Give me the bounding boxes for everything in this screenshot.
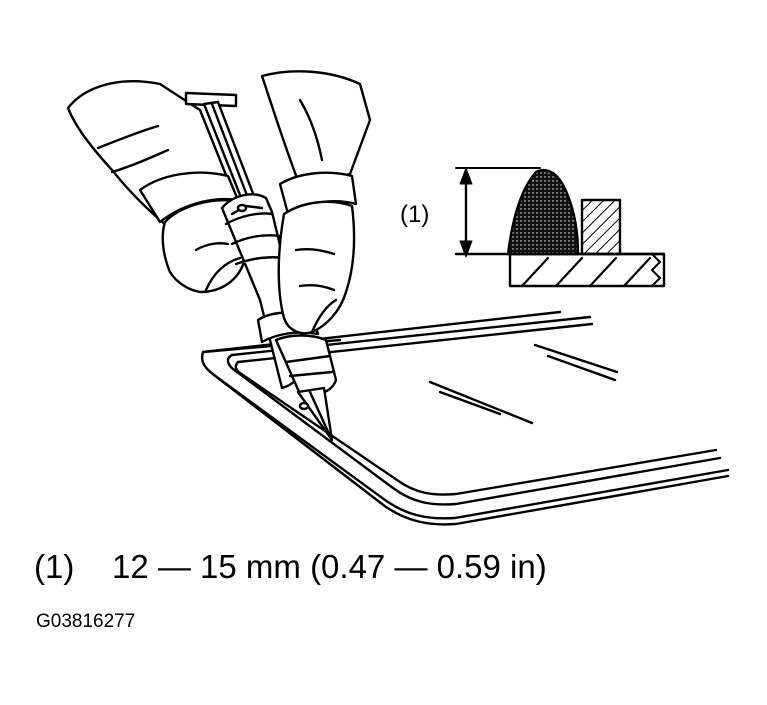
caption-number: (1) [34, 548, 75, 585]
figure-id: G03816277 [36, 611, 136, 632]
caulking-gun [184, 91, 338, 442]
callout-label: (1) [400, 201, 429, 228]
right-arm [260, 70, 372, 335]
dimension-caption: (1) 12 — 15 mm (0.47 — 0.59 in) [34, 548, 547, 586]
caption-text: 12 — 15 mm (0.47 — 0.59 in) [112, 548, 547, 585]
bead-cross-section [454, 167, 666, 288]
